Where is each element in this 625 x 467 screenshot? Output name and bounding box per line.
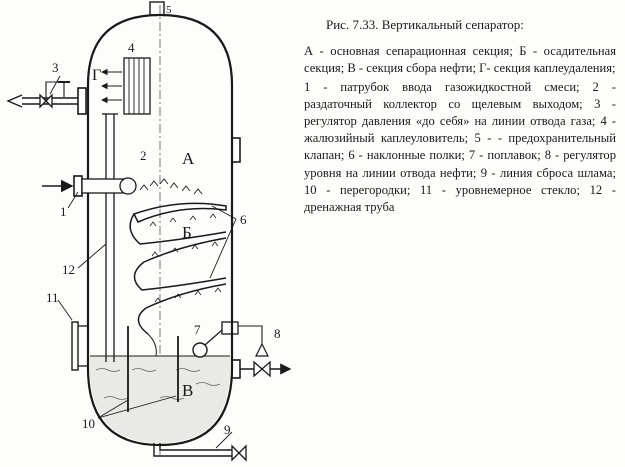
- level-regulator-actuator: [255, 342, 269, 357]
- label-section-a: А: [182, 149, 195, 168]
- level-regulator-impulse-line: [238, 325, 263, 344]
- mist-eliminator: [123, 57, 151, 115]
- label-n5: 5: [166, 4, 172, 16]
- gas-outlet-arrow: [6, 94, 23, 108]
- label-n9: 9: [224, 422, 231, 437]
- side-nozzle: [231, 137, 241, 163]
- gas-flow-arrows: [100, 68, 122, 104]
- liquid-level: [90, 356, 230, 443]
- inclined-shelves: [129, 202, 227, 335]
- label-n8: 8: [274, 326, 281, 341]
- label-n6: 6: [240, 212, 247, 227]
- float-housing: [221, 321, 239, 335]
- parts-legend: 1 - патрубок ввода газожидкостной смеси;…: [304, 79, 616, 214]
- label-n4: 4: [128, 40, 135, 55]
- figure-title: Рис. 7.33. Вертикальный сепаратор:: [326, 17, 524, 32]
- separator-diagram: А Б В Г 1 2 3 4 5 6 7 8 9 10 11 12: [6, 1, 292, 462]
- distributor-manifold: [119, 177, 137, 195]
- shelf-liquid-arrows: [149, 213, 222, 303]
- label-n3: 3: [52, 60, 59, 75]
- level-gauge-glass: [71, 321, 79, 371]
- label-n12: 12: [62, 262, 75, 277]
- label-leaders: [49, 75, 233, 449]
- gas-outlet-flange: [77, 87, 87, 115]
- partition-leader-a: [97, 399, 129, 419]
- label-n11: 11: [46, 290, 59, 305]
- pressure-regulator-impulse-line: [45, 81, 65, 101]
- inlet-flange: [73, 175, 83, 197]
- label-n2: 2: [140, 148, 147, 163]
- oil-outlet-flange: [231, 359, 241, 379]
- sections-legend: А - основная сепарационная секция; Б - о…: [304, 43, 616, 75]
- label-n10: 10: [82, 416, 95, 431]
- label-section-v: В: [182, 381, 193, 400]
- partition-leader-b: [97, 395, 177, 419]
- label-section-g: Г: [92, 67, 101, 84]
- level-regulator-valve: [253, 360, 271, 378]
- distributor-spray: [139, 178, 203, 195]
- figure-caption: Рис. 7.33. Вертикальный сепаратор: А - о…: [304, 16, 616, 218]
- label-n7: 7: [194, 322, 201, 337]
- liquid-spill: [147, 333, 157, 357]
- sludge-valve: [231, 444, 247, 462]
- shelf-leader-b: [209, 218, 237, 279]
- shelf-leader-a: [211, 205, 237, 220]
- liquid-waves: [95, 368, 221, 400]
- label-n1: 1: [60, 204, 67, 219]
- mist-eliminator-louvres: [128, 58, 145, 114]
- label-section-b: Б: [182, 223, 192, 242]
- top-fitting: [149, 1, 165, 16]
- float: [192, 342, 208, 358]
- sludge-line: [153, 443, 232, 457]
- float-lever: [204, 329, 223, 346]
- drain-pipe: [105, 114, 115, 362]
